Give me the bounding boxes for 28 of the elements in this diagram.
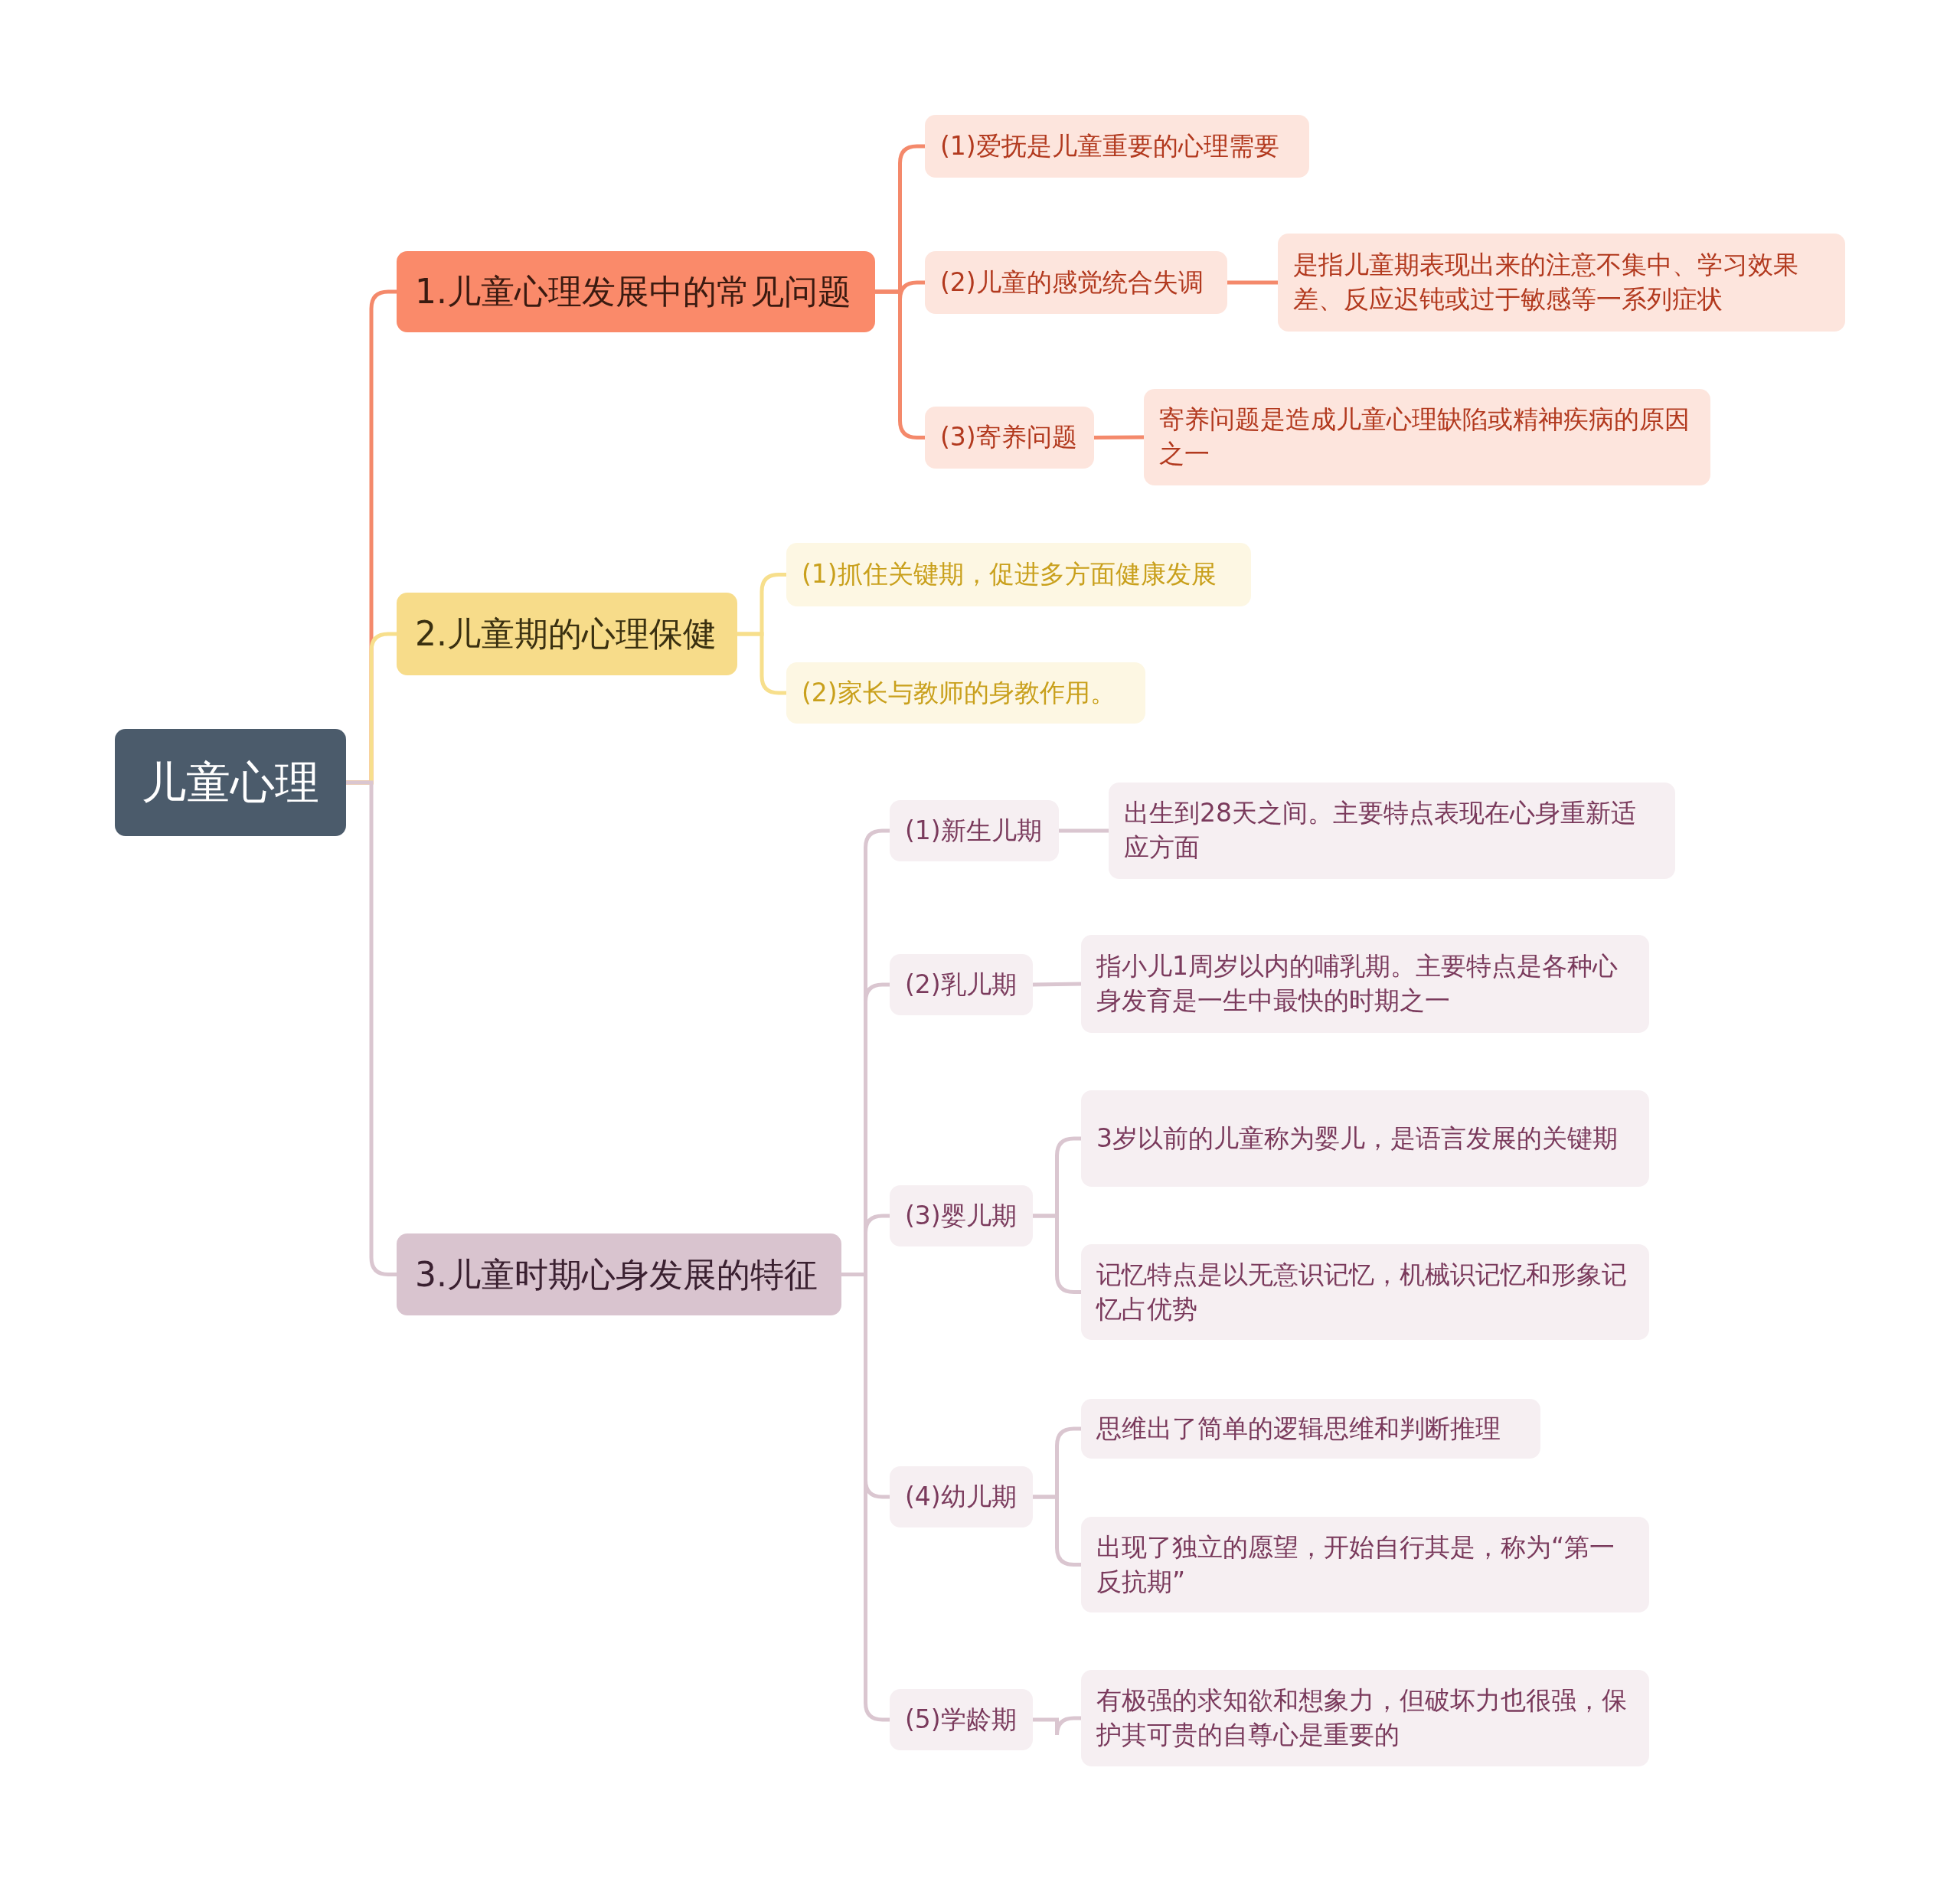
subtopic-box: 记忆特点是以无意识记忆，机械识记忆和形象记忆占优势 [1081, 1244, 1649, 1340]
connector-line [1227, 280, 1278, 285]
subtopic-box: (3)婴儿期 [890, 1185, 1033, 1246]
subtopic-box: 思维出了简单的逻辑思维和判断推理 [1081, 1399, 1540, 1459]
subtopic-box: (1)新生儿期 [890, 800, 1059, 861]
subtopic-box: 寄养问题是造成儿童心理缺陷或精神疾病的原因之一 [1144, 389, 1710, 485]
connector-line [1059, 828, 1109, 833]
connector-line [1032, 982, 1082, 987]
subtopic-box: 有极强的求知欲和想象力，但破坏力也很强，保护其可贵的自尊心是重要的 [1081, 1670, 1649, 1766]
subtopic-box: 出生到28天之间。主要特点表现在心身重新适应方面 [1109, 783, 1675, 879]
subtopic-box: 3岁以前的儿童称为婴儿，是语言发展的关键期 [1081, 1090, 1649, 1187]
subtopic-box: (1)爱抚是儿童重要的心理需要 [925, 115, 1309, 178]
topic-box: 2.儿童期的心理保健 [397, 593, 737, 675]
subtopic-box: (2)家长与教师的身教作用。 [786, 662, 1145, 724]
subtopic-box: 是指儿童期表现出来的注意不集中、学习效果差、反应迟钝或过于敏感等一系列症状 [1278, 234, 1845, 332]
subtopic-box: (4)幼儿期 [890, 1466, 1033, 1527]
subtopic-box: (2)乳儿期 [890, 954, 1033, 1015]
subtopic-box: 指小儿1周岁以内的哺乳期。主要特点是各种心身发育是一生中最快的时期之一 [1081, 935, 1649, 1033]
subtopic-box: (3)寄养问题 [925, 407, 1094, 469]
subtopic-box: 出现了独立的愿望，开始自行其是，称为“第一反抗期” [1081, 1517, 1649, 1612]
topic-box: 3.儿童时期心身发展的特征 [397, 1233, 841, 1315]
connector-line [1094, 435, 1144, 439]
subtopic-box: (2)儿童的感觉统合失调 [925, 251, 1227, 314]
connector-line [1033, 1716, 1081, 1737]
subtopic-box: (5)学龄期 [890, 1689, 1033, 1750]
topic-box: 1.儿童心理发展中的常见问题 [397, 251, 875, 332]
root-topic-box: 儿童心理 [115, 729, 346, 836]
subtopic-box: (1)抓住关键期，促进多方面健康发展 [786, 543, 1251, 606]
